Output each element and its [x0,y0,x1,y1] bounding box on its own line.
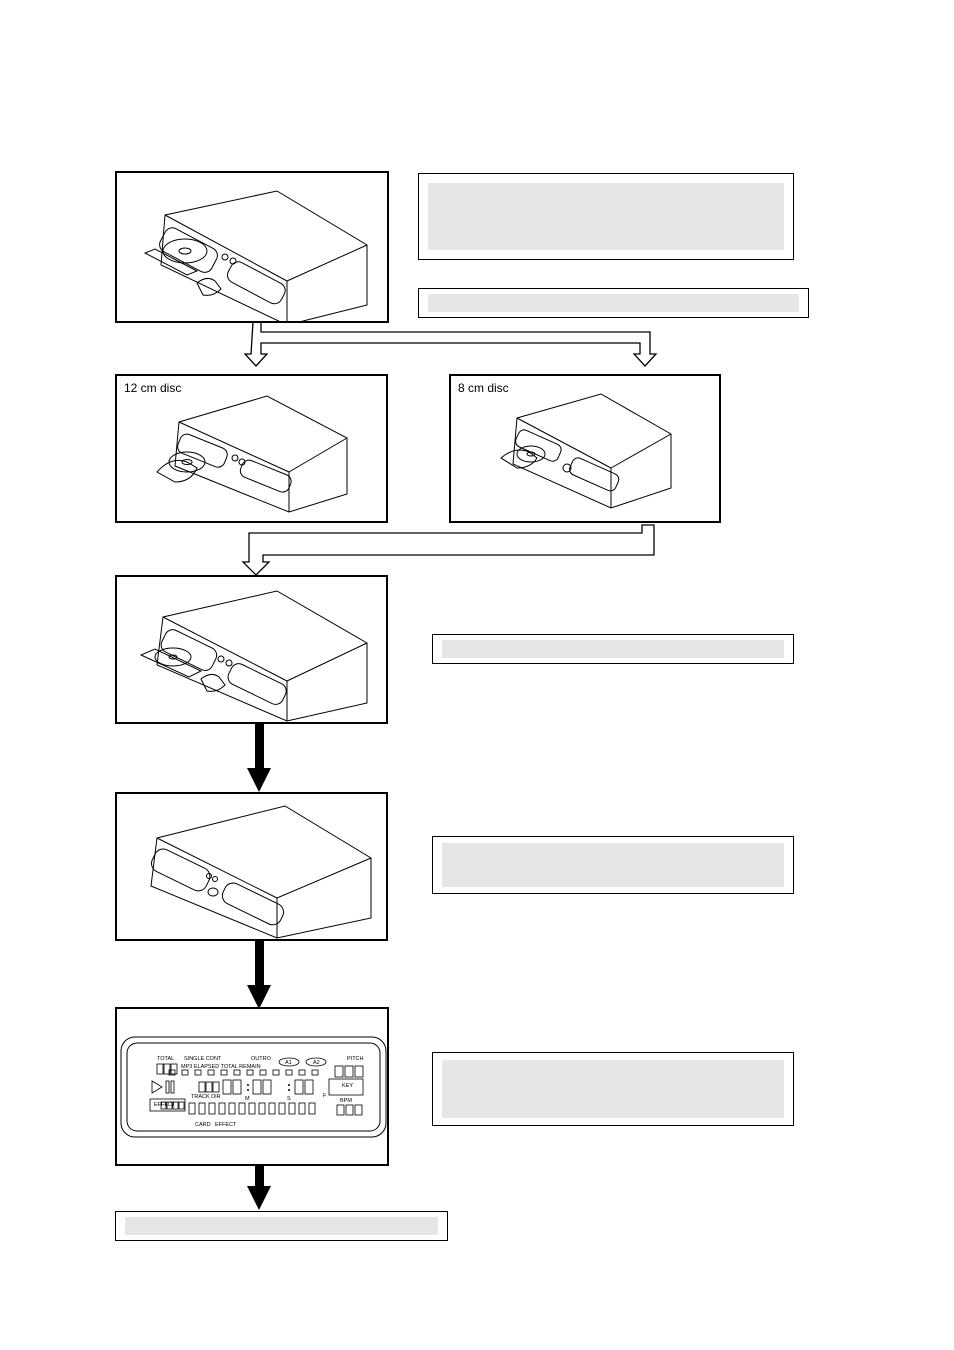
panel-lcd-display: TOTAL SINGLE CONT OUTRO A1 A2 PITCH MP3 … [115,1007,389,1166]
panel-tray-closed [115,792,388,941]
lcd-label-outro: OUTRO [251,1056,272,1062]
lcd-character-row [189,1103,315,1114]
split-arrow-hollow [245,322,656,366]
note-fill [428,294,799,312]
note-box-4 [432,836,794,894]
note-box-6 [115,1211,448,1241]
player-illustration [117,794,388,941]
solid-arrow-1 [247,723,271,792]
solid-arrow-2 [247,940,271,1009]
lcd-segment-row [169,1070,318,1075]
note-fill [442,640,784,658]
panel-8cm-disc: 8 cm disc [449,374,721,523]
lcd-label-card: CARD [195,1122,211,1128]
lcd-label-effect-bottom: EFFECT [215,1122,237,1128]
panel-12cm-disc: 12 cm disc [115,374,388,523]
lcd-label-pitch: PITCH [347,1056,364,1062]
lcd-label-a2: A2 [313,1060,320,1066]
lcd-label-a1: A1 [285,1060,292,1066]
lcd-label-single-cont: SINGLE CONT [184,1056,222,1062]
player-illustration [117,376,388,523]
lcd-label-total: TOTAL [157,1056,174,1062]
note-box-5 [432,1052,794,1126]
note-box-3 [432,634,794,664]
lcd-label-m: M [245,1096,250,1102]
note-fill [125,1217,438,1235]
player-illustration [117,173,389,323]
solid-arrow-3 [247,1165,271,1210]
lcd-illustration: TOTAL SINGLE CONT OUTRO A1 A2 PITCH MP3 … [117,1009,389,1166]
lcd-label-bpm: BPM [340,1098,352,1104]
lcd-label-key: KEY [342,1083,353,1089]
player-illustration [451,376,721,523]
note-fill [442,1060,784,1118]
note-fill [428,183,784,250]
note-box-2 [418,288,809,318]
merge-arrow-hollow [243,525,654,575]
lcd-label-track-dir: TRACK DIR [191,1094,221,1100]
lcd-label-f: F [323,1093,327,1099]
lcd-label-s: S [287,1096,291,1102]
panel-eject-tray [115,171,389,323]
note-fill [442,843,784,887]
note-box-1 [418,173,794,260]
player-illustration [117,577,388,724]
lcd-label-mode-line: MP3 ELAPSED TOTAL REMAIN [181,1064,261,1070]
panel-insert-disc [115,575,388,724]
